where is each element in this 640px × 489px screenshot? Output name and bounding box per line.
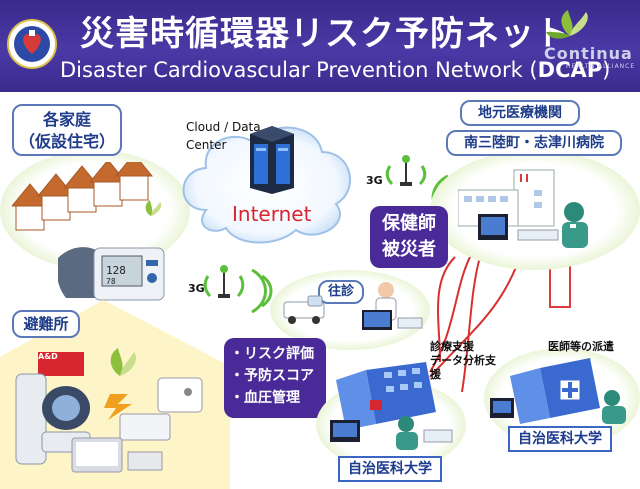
- nurse-survivor-box: 保健師 被災者: [370, 206, 448, 268]
- jichi-left-label: 自治医科大学: [338, 456, 442, 482]
- title-english-main: Disaster Cardiovascular Prevention Netwo…: [60, 58, 538, 82]
- ambulance-icon: [283, 295, 325, 324]
- doctor-laptop-icon: [362, 282, 423, 330]
- home-label-line1: 各家庭: [42, 110, 91, 129]
- svg-text:78: 78: [106, 277, 116, 286]
- local-hospital-name: 南三陸町・志津川病院: [446, 130, 622, 156]
- svg-text:128: 128: [106, 264, 126, 277]
- ad-device-label: A&D: [38, 352, 58, 361]
- university-building-icon: [490, 358, 626, 424]
- cloud-label-line2: Center: [186, 138, 227, 152]
- shelter-devices-icons: [15, 348, 203, 473]
- continua-subtitle: HEALTH ALLIANCE: [566, 63, 636, 70]
- home-label-line2: （仮設住宅）: [18, 132, 115, 151]
- support-line3: 援: [430, 368, 441, 381]
- signal-waves-icon: [251, 268, 273, 314]
- title-english-abbr: DCAP: [537, 58, 603, 82]
- support-link-1: [437, 256, 456, 363]
- support-link-4: [461, 256, 481, 393]
- support-line1: 診療支援: [430, 340, 474, 353]
- hospital-building-icon: [458, 169, 588, 248]
- shelter-label: 避難所: [12, 310, 80, 338]
- society-emblem-icon: [7, 19, 57, 69]
- monitor-icon: [71, 437, 163, 473]
- header-banner: [0, 0, 640, 92]
- continua-wordmark: Continua: [544, 44, 633, 63]
- support-link-2: [429, 256, 471, 373]
- antenna-3g-icon: [203, 265, 245, 298]
- antenna-3g-icon: [385, 155, 427, 186]
- title-japanese: 災害時循環器リスク予防ネット: [80, 14, 570, 54]
- services-box: ・リスク評価 ・予防スコア ・血圧管理: [224, 338, 326, 418]
- local-medical-title: 地元医療機関: [460, 100, 580, 126]
- gateway-box-icon: [119, 413, 171, 441]
- continua-leaf-icon: [110, 348, 137, 376]
- title-english-end: ): [602, 58, 611, 82]
- internet-label: Internet: [232, 202, 312, 226]
- wifi-router-icon: [157, 377, 203, 413]
- continua-leaf-icon: [145, 200, 162, 216]
- service-bp-management: ・血圧管理: [230, 390, 300, 406]
- survivor-label: 被災者: [382, 239, 436, 260]
- dispatch-label: 医師等の派遣: [548, 340, 614, 353]
- support-link-3: [429, 256, 521, 378]
- service-prevention-score: ・予防スコア: [230, 368, 314, 384]
- support-line2: データ分析支: [430, 354, 496, 367]
- lightning-icon: [104, 394, 132, 420]
- cloud-label: Cloud / Data Center: [186, 118, 261, 154]
- continua-leaf-icon: [546, 10, 588, 39]
- home-label-box: 各家庭 （仮設住宅）: [12, 104, 122, 156]
- home-visit-label: 往診: [318, 280, 364, 304]
- support-text: 診療支援 データ分析支 援: [430, 340, 496, 382]
- university-building-icon: [330, 362, 453, 450]
- cloud-label-line1: Cloud / Data: [186, 120, 261, 134]
- blood-pressure-monitor-icon: 128 78: [58, 247, 165, 301]
- home-visit-icons: [283, 282, 423, 330]
- server-icon: [250, 126, 294, 194]
- nurse-label: 保健師: [382, 213, 436, 234]
- network-3g-label-a: 3G: [188, 282, 205, 295]
- jichi-right-label: 自治医科大学: [508, 426, 612, 452]
- network-3g-label-b: 3G: [366, 174, 383, 187]
- service-risk-assessment: ・リスク評価: [230, 346, 314, 362]
- houses-icon: [12, 162, 154, 231]
- title-english: Disaster Cardiovascular Prevention Netwo…: [60, 58, 610, 82]
